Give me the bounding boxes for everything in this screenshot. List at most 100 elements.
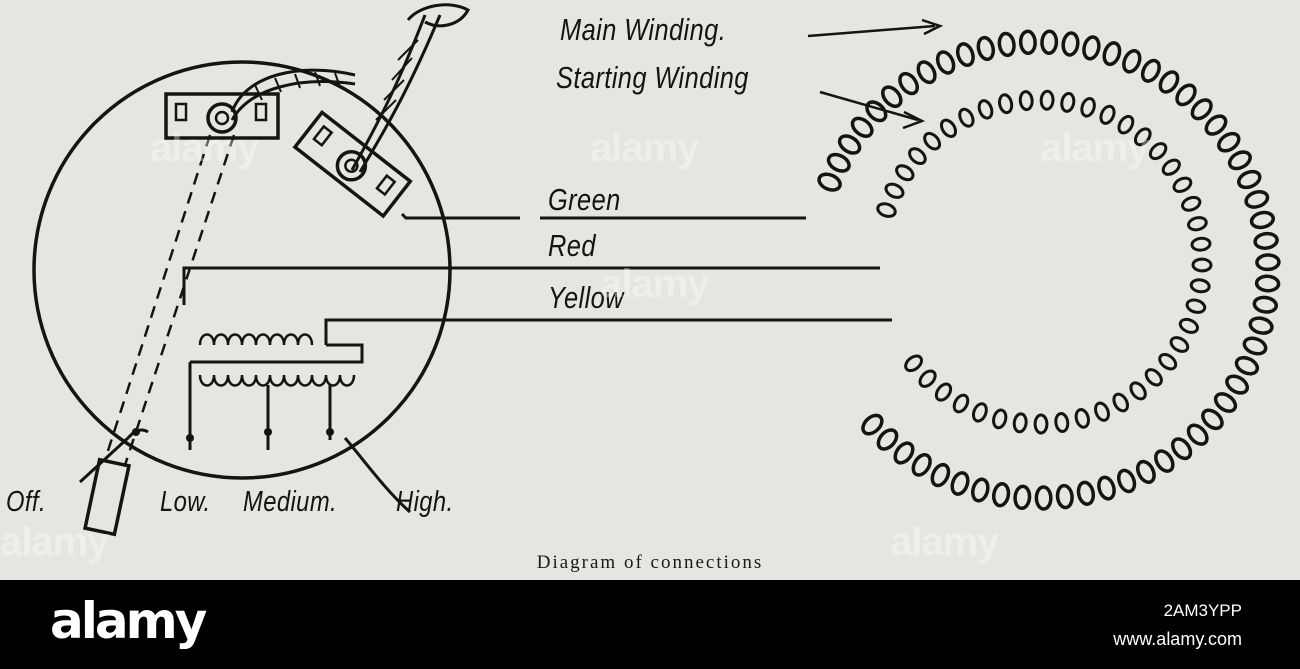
coil-loop [1154, 449, 1175, 473]
switch-lever [103, 134, 236, 466]
coil-loop [1161, 158, 1181, 176]
coil-link [190, 343, 364, 364]
coil-loop [1135, 459, 1156, 484]
starting-winding-coil [876, 89, 1213, 435]
coil-loop [1018, 90, 1034, 112]
coil-loop [1148, 142, 1168, 161]
coil-loop [1248, 316, 1274, 335]
coil-loop [1189, 278, 1211, 294]
coil-loop [976, 35, 996, 62]
coil-loop [998, 93, 1014, 115]
coil-loop [904, 354, 924, 373]
coil-loop [939, 118, 958, 138]
diagram-scan: Main Winding. Starting Winding Green Red… [0, 3, 1281, 573]
coil-loop [1158, 70, 1180, 94]
coil-loop [1158, 352, 1178, 371]
coil-loop [1034, 485, 1053, 511]
coil-loop [1039, 89, 1055, 111]
coil-loop [893, 441, 915, 465]
coil-loop [1204, 114, 1228, 136]
coil-loop [911, 453, 932, 477]
coil-loop [1080, 97, 1096, 118]
coil-loop [992, 408, 1008, 430]
coil-loop [1201, 408, 1224, 431]
coil-loop [1181, 195, 1202, 212]
coil-loop [1129, 381, 1147, 401]
coil-loop [1082, 35, 1101, 61]
coil-loop [1170, 437, 1193, 461]
coil-loop [1094, 401, 1110, 422]
coil-loop [1253, 231, 1279, 250]
off-label: Off. [6, 486, 46, 518]
supply-cord [230, 3, 471, 173]
coil-loop [1190, 98, 1213, 121]
starting-winding-label: Starting Winding [556, 60, 749, 95]
coil-loop [1249, 210, 1275, 230]
coil-loop [817, 172, 842, 192]
coil-loop [1054, 412, 1070, 433]
label-arrows [807, 18, 944, 130]
coil-loop [1237, 169, 1262, 190]
coil-loop [950, 471, 970, 496]
coil-loop [1144, 368, 1163, 387]
coil-loop [1117, 114, 1135, 135]
red-wire-label: Red [548, 228, 596, 263]
coil-loop [861, 413, 884, 436]
high-label: High. [396, 486, 454, 518]
coil-loop [1252, 295, 1278, 314]
coil-loop [1102, 41, 1122, 67]
coil-loop [997, 31, 1016, 58]
coil-loop [977, 99, 994, 120]
coil-loop [1242, 336, 1268, 356]
coil-loop [850, 116, 874, 138]
coil-loop [1225, 374, 1250, 395]
coil-loop [826, 152, 851, 173]
watermark: alamy [0, 520, 109, 564]
coil-loop [898, 71, 919, 96]
coil-loop [1213, 392, 1238, 413]
coil-loop [1254, 274, 1281, 293]
watermark: alamy [1040, 126, 1149, 170]
watermark: alamy [150, 126, 259, 170]
alamy-logo: alamy [50, 592, 207, 650]
coil-loop [1140, 58, 1161, 83]
connection-diagram [32, 3, 1281, 537]
coil-loop [1012, 412, 1028, 434]
coil-loop [1074, 408, 1090, 429]
watermark: alamy [890, 520, 999, 564]
coil-loop [865, 100, 888, 123]
coil-loop [1244, 190, 1270, 209]
speed-coil [198, 333, 356, 387]
diagram-caption: Diagram of connections [536, 552, 764, 573]
main-winding-coil [817, 29, 1281, 511]
coil-loop [930, 462, 951, 488]
coil-loop [935, 50, 956, 75]
coil-loop [992, 482, 1011, 508]
green-wire-label: Green [548, 182, 621, 217]
coil-loop [1055, 483, 1074, 510]
coil-loop [1013, 484, 1032, 511]
coil-loop [1178, 317, 1199, 334]
coil-loop [1112, 392, 1130, 413]
coil-loop [1190, 236, 1212, 252]
switch-housing [32, 60, 452, 480]
coil-loop [1060, 91, 1076, 113]
coil-loop [1255, 253, 1281, 272]
coil-loop [1186, 423, 1209, 446]
coil-loop [955, 42, 975, 68]
coil-loop [837, 134, 862, 155]
coil-loop [1116, 468, 1137, 494]
coil-loop [1217, 131, 1241, 153]
watermark: alamy [600, 262, 709, 306]
coil-loop [918, 369, 937, 388]
coil-loop [1097, 475, 1116, 501]
coil-loop [1175, 83, 1197, 107]
coil-loop [1227, 150, 1252, 171]
switch-knob [82, 457, 132, 537]
coil-loop [881, 85, 903, 109]
coil-loop [1040, 29, 1059, 55]
coil-loop [1133, 127, 1152, 147]
wires [78, 212, 892, 514]
coil-loop [923, 131, 942, 151]
yellow-wire [324, 318, 892, 345]
